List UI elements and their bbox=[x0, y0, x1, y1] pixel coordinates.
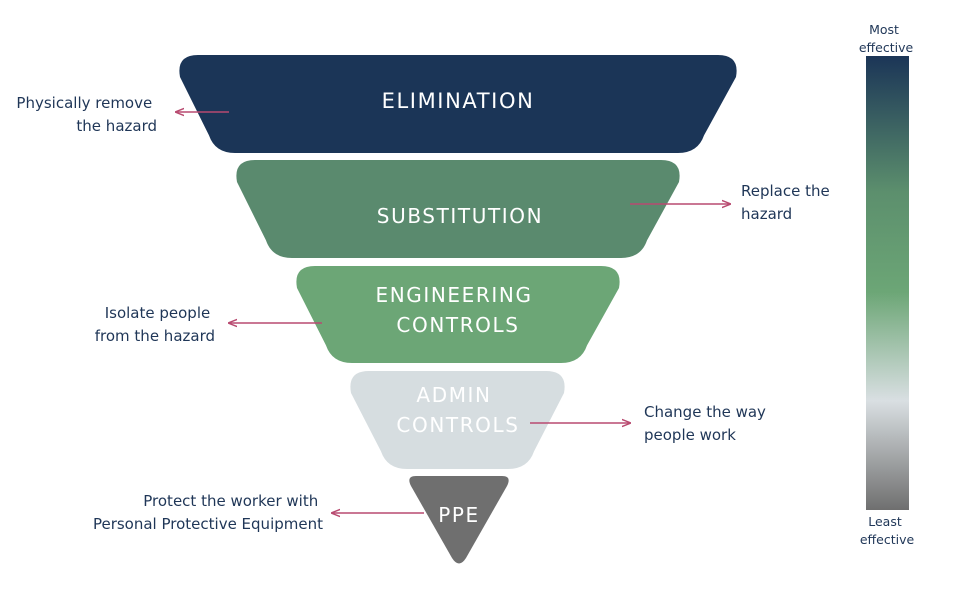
layer-ppe: PPE bbox=[409, 476, 509, 564]
layer-engineering-controls-label: ENGINEERING CONTROLS bbox=[375, 283, 540, 337]
layer-elimination-label-line: ELIMINATION bbox=[382, 89, 535, 113]
annotation-ppe-line-1: Protect the worker with bbox=[143, 492, 318, 510]
scale-top-label-line-1: Most bbox=[869, 22, 899, 37]
layer-substitution-label: SUBSTITUTION bbox=[377, 204, 543, 228]
scale-bottom-label: Least effective bbox=[860, 514, 915, 547]
layer-engineering-controls-label-line-2: CONTROLS bbox=[396, 313, 519, 337]
annotation-admin-controls: Change the way people work bbox=[644, 403, 771, 444]
layer-ppe-label: PPE bbox=[438, 503, 480, 527]
annotation-elimination-line-1: Physically remove bbox=[16, 94, 152, 112]
annotation-elimination: Physically remove the hazard bbox=[16, 94, 157, 135]
scale-top-label: Most effective bbox=[859, 22, 914, 55]
layer-ppe-shape bbox=[409, 476, 509, 564]
annotation-admin-controls-line-2: people work bbox=[644, 426, 736, 444]
layer-substitution-shape bbox=[236, 160, 680, 258]
scale-top-label-line-2: effective bbox=[859, 40, 914, 55]
layer-admin-controls-label-line-1: ADMIN bbox=[416, 383, 491, 407]
annotation-substitution-line-1: Replace the bbox=[741, 182, 830, 200]
layer-elimination: ELIMINATION bbox=[179, 55, 737, 153]
layer-admin-controls-label: ADMIN CONTROLS bbox=[396, 383, 519, 437]
layer-elimination-shape bbox=[179, 55, 737, 153]
layer-elimination-label: ELIMINATION bbox=[382, 89, 535, 113]
layer-ppe-label-line: PPE bbox=[438, 503, 480, 527]
annotation-substitution-line-2: hazard bbox=[741, 205, 792, 223]
effectiveness-scale: Most effective Least effective bbox=[859, 22, 915, 547]
layer-engineering-controls-label-line-1: ENGINEERING bbox=[375, 283, 532, 307]
annotation-elimination-line-2: the hazard bbox=[76, 117, 157, 135]
annotation-engineering-controls: Isolate people from the hazard bbox=[95, 304, 215, 345]
scale-bottom-label-line-2: effective bbox=[860, 532, 915, 547]
scale-gradient-bar bbox=[866, 56, 909, 510]
layer-substitution-label-line: SUBSTITUTION bbox=[377, 204, 543, 228]
annotation-engineering-controls-line-2: from the hazard bbox=[95, 327, 215, 345]
layer-substitution: SUBSTITUTION bbox=[236, 160, 680, 258]
annotation-admin-controls-line-1: Change the way bbox=[644, 403, 766, 421]
annotation-ppe: Protect the worker with Personal Protect… bbox=[93, 492, 323, 533]
layer-engineering-controls: ENGINEERING CONTROLS bbox=[296, 266, 620, 363]
scale-bottom-label-line-1: Least bbox=[868, 514, 902, 529]
layer-engineering-controls-shape bbox=[296, 266, 620, 363]
annotation-ppe-line-2: Personal Protective Equipment bbox=[93, 515, 323, 533]
annotation-engineering-controls-line-1: Isolate people bbox=[105, 304, 211, 322]
layer-admin-controls: ADMIN CONTROLS bbox=[350, 371, 565, 469]
annotation-substitution: Replace the hazard bbox=[741, 182, 835, 223]
layer-admin-controls-shape bbox=[350, 371, 565, 469]
layer-admin-controls-label-line-2: CONTROLS bbox=[396, 413, 519, 437]
